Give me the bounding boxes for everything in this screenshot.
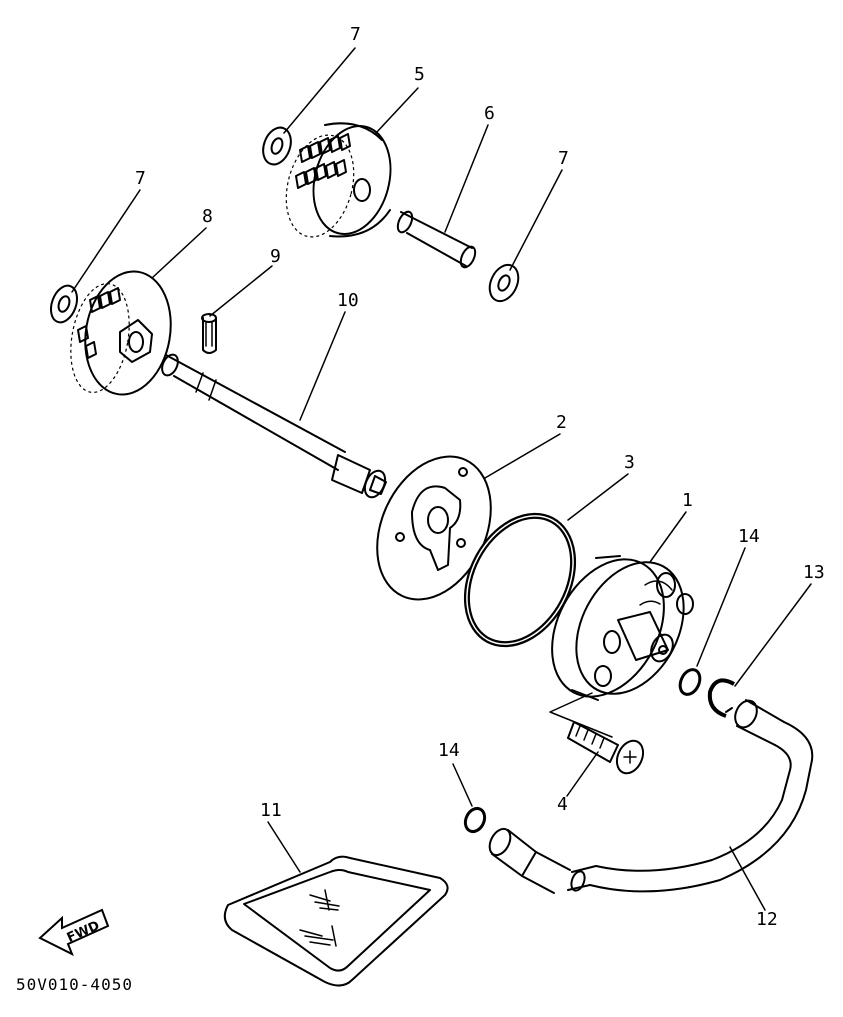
diagram-code: 50V010-4050 xyxy=(16,975,133,994)
callout-8: 8 xyxy=(202,206,213,227)
part-washer-right xyxy=(488,263,520,303)
callout-5: 5 xyxy=(414,64,425,85)
part-washer-top xyxy=(262,126,292,166)
part-pipe-12 xyxy=(488,699,814,894)
part-gasket-11 xyxy=(223,855,449,987)
part-pin-9 xyxy=(201,313,217,354)
part-screw-4 xyxy=(549,692,645,775)
callout-2: 2 xyxy=(556,412,567,433)
callout-6: 6 xyxy=(484,103,495,124)
part-cover-plate-2 xyxy=(376,455,492,601)
part-oring-3 xyxy=(463,512,577,648)
part-main-shaft-10 xyxy=(161,353,387,499)
callout-12: 12 xyxy=(756,909,778,930)
part-gear-5 xyxy=(285,122,392,238)
callout-leaders xyxy=(71,47,812,911)
callout-7-right: 7 xyxy=(558,148,569,169)
callout-14-upper: 14 xyxy=(738,526,760,547)
part-washer-left xyxy=(49,284,79,324)
callout-10: 10 xyxy=(337,290,359,311)
callout-4: 4 xyxy=(557,794,568,815)
fwd-arrow-icon: FWD xyxy=(38,908,110,957)
callout-14-lower: 14 xyxy=(438,740,460,761)
callout-9: 9 xyxy=(270,246,281,267)
callout-13: 13 xyxy=(803,562,825,583)
callout-3: 3 xyxy=(624,452,635,473)
part-small-oring-lower xyxy=(463,806,487,834)
part-pump-body-1 xyxy=(551,555,694,701)
callout-1: 1 xyxy=(682,490,693,511)
callout-7-left: 7 xyxy=(135,168,146,189)
part-gear-8 xyxy=(70,270,172,396)
callout-labels: 7 5 6 7 7 8 9 10 2 3 1 14 13 4 14 11 12 xyxy=(135,24,825,930)
part-circlip-13 xyxy=(707,678,735,718)
callout-7-top: 7 xyxy=(350,24,361,45)
callout-11: 11 xyxy=(260,800,282,821)
part-small-oring-upper xyxy=(678,668,702,696)
part-shaft-6 xyxy=(396,210,477,269)
